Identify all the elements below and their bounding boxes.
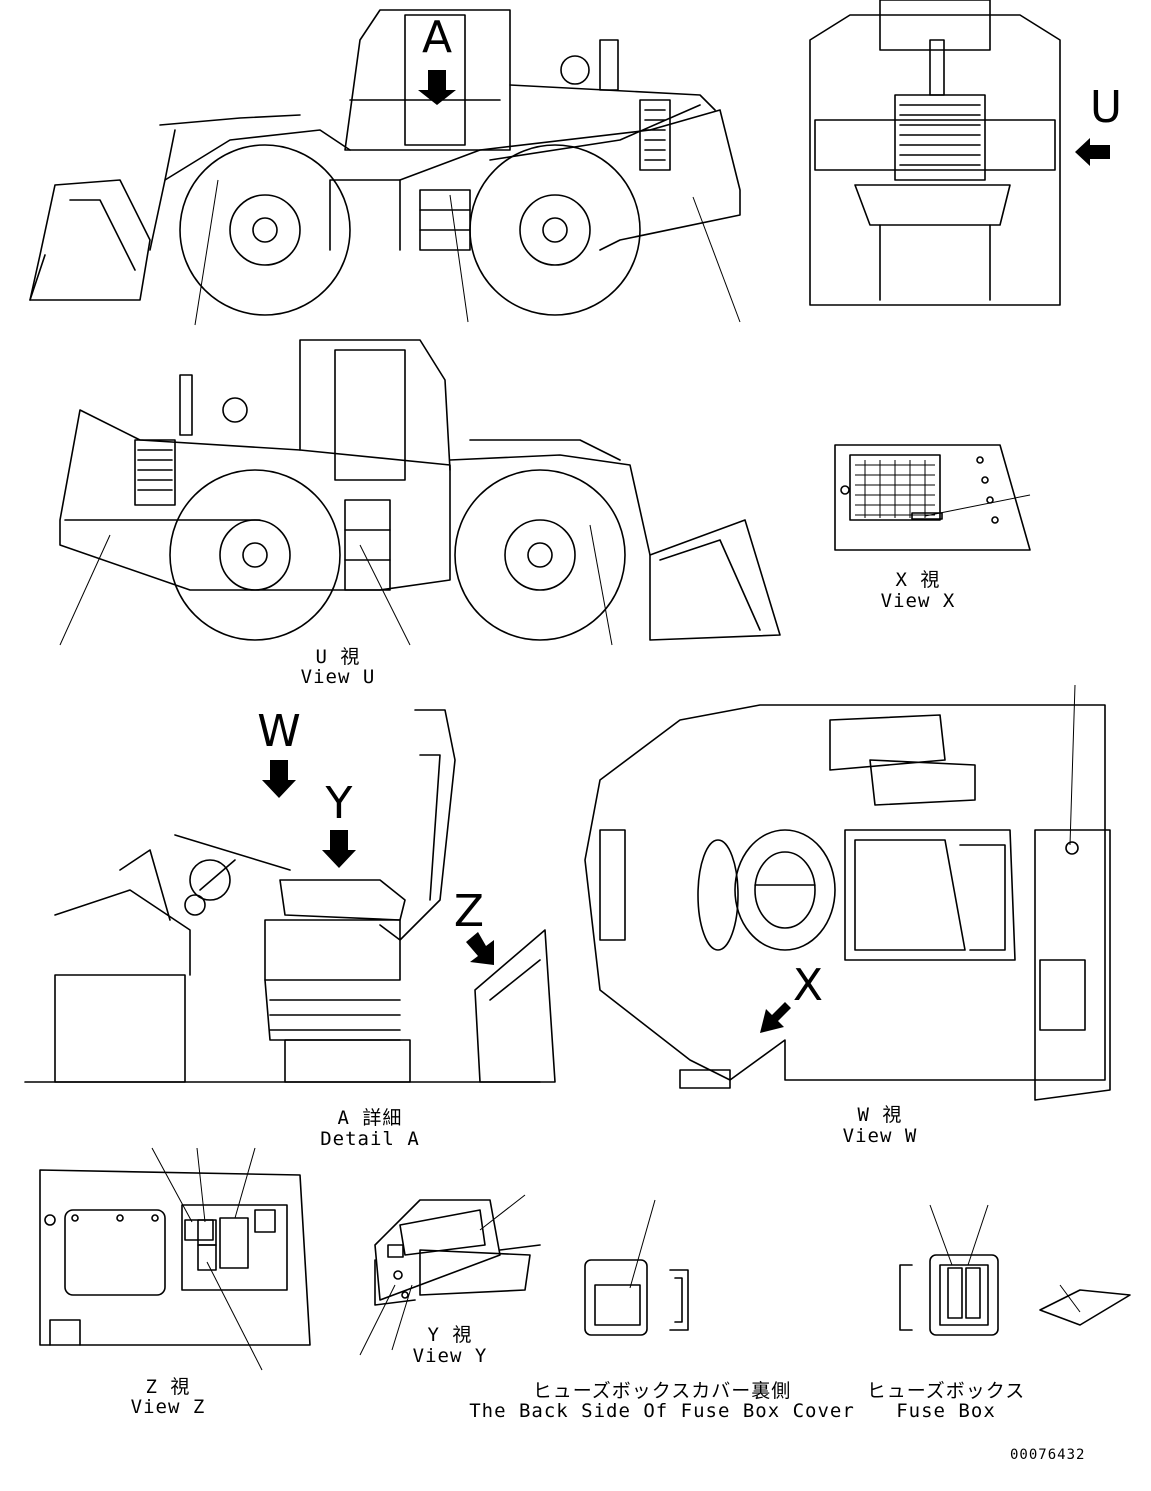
caption-view-y-en: View Y xyxy=(412,1345,488,1367)
caption-view-x-jp: X 視 xyxy=(895,569,941,591)
caption-fuse-box-en: Fuse Box xyxy=(896,1400,996,1422)
caption-detail-a-en: Detail A xyxy=(320,1128,420,1150)
caption-detail-a-jp: A 詳細 xyxy=(337,1107,403,1129)
caption-view-z-jp: Z 視 xyxy=(145,1376,191,1398)
view-letter-y: Y xyxy=(325,778,353,829)
view-letter-z: Z xyxy=(453,886,485,937)
fuse-box xyxy=(899,1204,1131,1336)
caption-view-u-en: View U xyxy=(300,666,376,688)
caption-fuse-cover-jp: ヒューズボックスカバー裏側 xyxy=(532,1380,792,1402)
fuse-box-cover-back xyxy=(584,1199,689,1336)
loader-rear-view xyxy=(809,0,1110,306)
view-letter-u: U xyxy=(1089,82,1123,133)
caption-view-u-jp: U 視 xyxy=(315,646,361,668)
caption-view-z-en: View Z xyxy=(130,1396,206,1418)
view-w-cab-top xyxy=(584,684,1111,1101)
caption-view-w-jp: W 視 xyxy=(857,1104,903,1126)
view-letter-a: A xyxy=(421,12,453,63)
view-letter-x: X xyxy=(792,960,824,1011)
view-x-panel xyxy=(834,444,1031,551)
loader-right-side-view xyxy=(59,339,781,646)
view-z-panel xyxy=(39,1147,311,1371)
caption-view-y-jp: Y 視 xyxy=(427,1324,473,1346)
caption-view-w-en: View W xyxy=(842,1125,918,1147)
view-letter-w: W xyxy=(257,706,301,757)
caption-fuse-cover-en: The Back Side Of Fuse Box Cover xyxy=(469,1400,855,1422)
view-y-console xyxy=(359,1194,541,1356)
detail-a-cab-interior xyxy=(24,709,556,1083)
loader-left-side-view xyxy=(29,9,741,326)
caption-fuse-box-jp: ヒューズボックス xyxy=(866,1380,1026,1402)
caption-view-x-en: View X xyxy=(880,590,956,612)
drawing-part-number: 00076432 xyxy=(1010,1447,1086,1463)
